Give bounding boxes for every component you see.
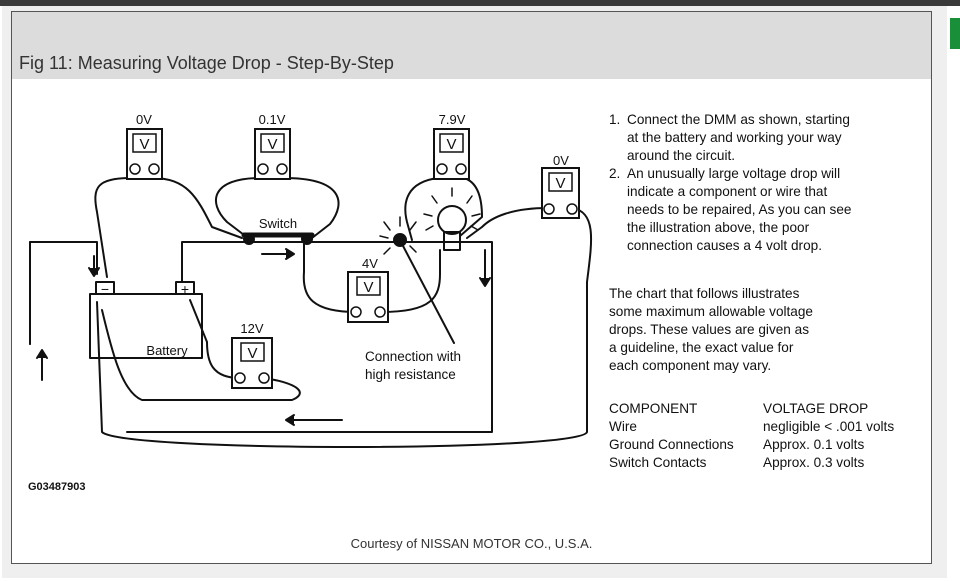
- battery-neg-terminal: [95, 281, 115, 295]
- step-2-line-5: connection causes a 4 volt drop.: [627, 238, 822, 253]
- battery-plus-sign: +: [181, 281, 189, 297]
- meter-reading: 12V: [240, 321, 263, 336]
- step-2-line-1: 2.An unusually large voltage drop will: [609, 166, 841, 181]
- meter-glyph: V: [247, 345, 257, 362]
- step-2-line-4: the illustration above, the poor: [627, 220, 810, 235]
- meter-glyph: V: [267, 136, 277, 153]
- battery-label: Battery: [146, 343, 188, 358]
- voltage-drop-diagram: V 0V V 0.1V V 7.9V V 0V: [28, 112, 593, 493]
- figure-code: G03487903: [28, 481, 86, 493]
- step-1-line-3: around the circuit.: [627, 148, 736, 163]
- lead-meter5: [302, 243, 441, 313]
- meter-reading: 0V: [136, 112, 152, 127]
- step-1-line-2: at the battery and working your way: [627, 130, 842, 145]
- connection-label-line1: Connection with: [365, 349, 461, 364]
- meter-0v-ground: V 0V: [541, 153, 580, 219]
- battery-body: [89, 293, 203, 359]
- meter-glyph: V: [139, 136, 149, 153]
- bad-connection-sparks: [379, 216, 417, 255]
- meter-4v-connection: V 4V: [347, 256, 389, 323]
- bad-connection-leader: [401, 243, 455, 344]
- lead-meter2: [214, 177, 340, 239]
- table-row: Wire negligible < .001 volts: [609, 419, 895, 434]
- meter-0v-battery: V 0V: [126, 112, 163, 180]
- figure-title: Fig 11: Measuring Voltage Drop - Step-By…: [19, 53, 394, 73]
- bulb-glass: [437, 205, 467, 235]
- side-tab[interactable]: [950, 18, 960, 49]
- table-row: Ground Connections Approx. 0.1 volts: [609, 437, 865, 452]
- circuit-wire-main: [126, 241, 493, 433]
- lead-meter4: [96, 207, 593, 448]
- meter-glyph: V: [555, 175, 565, 192]
- ground-wire-loop: [29, 241, 98, 345]
- table-header-component: COMPONENT: [609, 401, 698, 416]
- table-header-row: COMPONENT VOLTAGE DROP: [609, 400, 894, 418]
- figure-caption: Courtesy of NISSAN MOTOR CO., U.S.A.: [350, 536, 593, 551]
- figure-header: [12, 12, 931, 79]
- lead-meter1: [94, 177, 243, 278]
- bulb-base: [443, 231, 461, 251]
- meter-glyph: V: [363, 279, 373, 296]
- bad-connection-dot: [393, 233, 407, 247]
- meter-12v-battery: V 12V: [231, 321, 273, 389]
- connection-label-line2: high resistance: [365, 367, 456, 382]
- switch-label: Switch: [259, 216, 297, 231]
- bulb-rays: [423, 187, 481, 231]
- table-header-voltage-drop: VOLTAGE DROP: [763, 401, 869, 416]
- chart-intro: The chart that follows illustrates some …: [609, 286, 813, 373]
- meter-glyph: V: [446, 136, 456, 153]
- table-row: Switch Contacts Approx. 0.3 volts: [609, 455, 865, 470]
- meter-reading: 4V: [362, 256, 378, 271]
- battery-minus-sign: −: [101, 281, 109, 297]
- figure-card: Fig 11: Measuring Voltage Drop - Step-By…: [11, 11, 932, 564]
- switch-contact-right: [301, 233, 313, 245]
- top-bar: [0, 0, 960, 6]
- meter-reading: 0V: [553, 153, 569, 168]
- battery-pos-terminal: [175, 281, 195, 295]
- step-2-line-2: indicate a component or wire that: [627, 184, 828, 199]
- meter-reading: 0.1V: [259, 112, 286, 127]
- instructions-steps: 1.Connect the DMM as shown, starting at …: [609, 111, 851, 255]
- meter-7-9v-bulb: V 7.9V: [433, 112, 470, 180]
- meter-reading: 7.9V: [439, 112, 466, 127]
- meter-0-1v-switch: V 0.1V: [254, 112, 291, 180]
- step-2-line-3: needs to be repaired, As you can see: [627, 202, 852, 217]
- step-1-line-1: 1.Connect the DMM as shown, starting: [609, 112, 850, 127]
- voltage-drop-table: COMPONENT VOLTAGE DROP Wire negligible <…: [609, 400, 894, 472]
